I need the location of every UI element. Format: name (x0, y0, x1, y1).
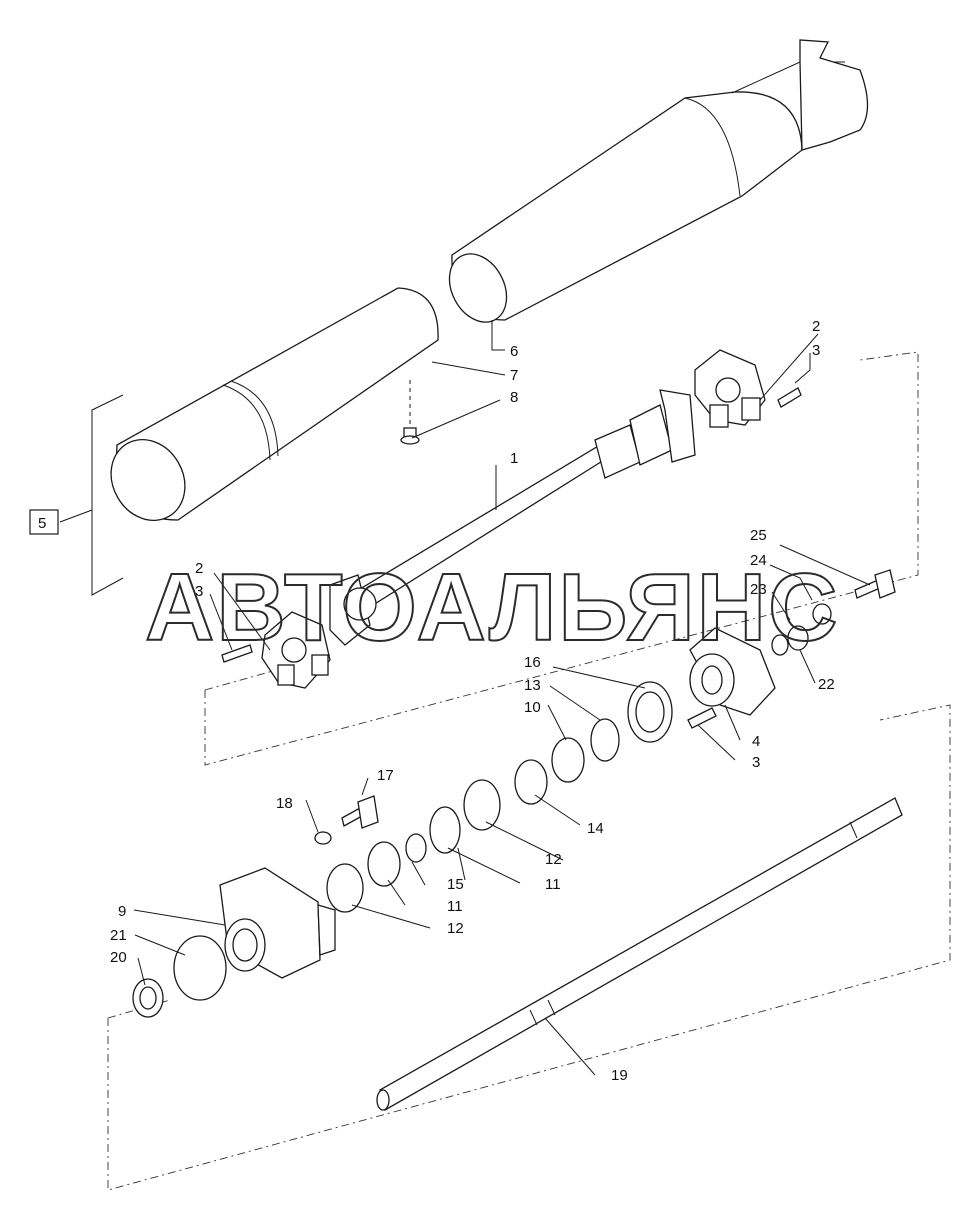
callout-11-right: 11 (545, 876, 561, 893)
flange-9 (219, 867, 336, 979)
callout-9: 9 (118, 903, 126, 920)
callout-17: 17 (377, 767, 394, 784)
callout-16: 16 (524, 654, 541, 671)
callout-11-left: 11 (447, 898, 463, 915)
leader-lines (133, 320, 871, 1076)
bolt-17 (314, 795, 379, 845)
callout-19: 19 (611, 1067, 628, 1084)
callout-5: 5 (38, 515, 46, 532)
callout-24: 24 (750, 552, 767, 569)
callout-12-left: 12 (447, 920, 464, 937)
assembly-boundary-lower (107, 704, 951, 1191)
callout-2-lower: 2 (195, 560, 203, 577)
callout-3-upper: 3 (812, 342, 820, 359)
callout-14: 14 (587, 820, 604, 837)
watermark-text: АВТОАЛЬЯНС (145, 554, 839, 661)
universal-joint-lower (221, 611, 331, 689)
oring-21 (173, 935, 227, 1001)
callout-5-box: 5 (29, 509, 59, 535)
callout-12-right: 12 (545, 851, 562, 868)
outer-tube (110, 287, 439, 522)
seal-20 (132, 978, 164, 1018)
drive-shaft (329, 389, 696, 646)
callout-18: 18 (276, 795, 293, 812)
callout-20: 20 (110, 949, 127, 966)
callout-8: 8 (510, 389, 518, 406)
callout-23: 23 (750, 581, 767, 598)
bolt-8 (400, 380, 420, 445)
bolt-25 (854, 569, 896, 599)
callout-22: 22 (818, 676, 835, 693)
universal-joint-upper (694, 349, 802, 428)
callout-25: 25 (750, 527, 767, 544)
callout-labels: 6 7 8 1 2 3 2 3 25 24 23 22 16 13 10 4 3… (110, 318, 835, 1084)
callout-10: 10 (524, 699, 541, 716)
callout-3-housing: 3 (752, 754, 760, 771)
callout-1: 1 (510, 450, 518, 467)
callout-13: 13 (524, 677, 541, 694)
axle-shaft (376, 797, 903, 1111)
callout-2-upper: 2 (812, 318, 820, 335)
callout-15: 15 (447, 876, 464, 893)
callout-6: 6 (510, 343, 518, 360)
inner-tube (448, 39, 869, 323)
callout-4: 4 (752, 733, 760, 750)
bearing-rings (326, 603, 832, 913)
callout-3-lower: 3 (195, 583, 203, 600)
callout-7: 7 (510, 367, 518, 384)
callout-bracket-5 (59, 394, 124, 596)
callout-21: 21 (110, 927, 127, 944)
bearing-housing (687, 627, 776, 729)
